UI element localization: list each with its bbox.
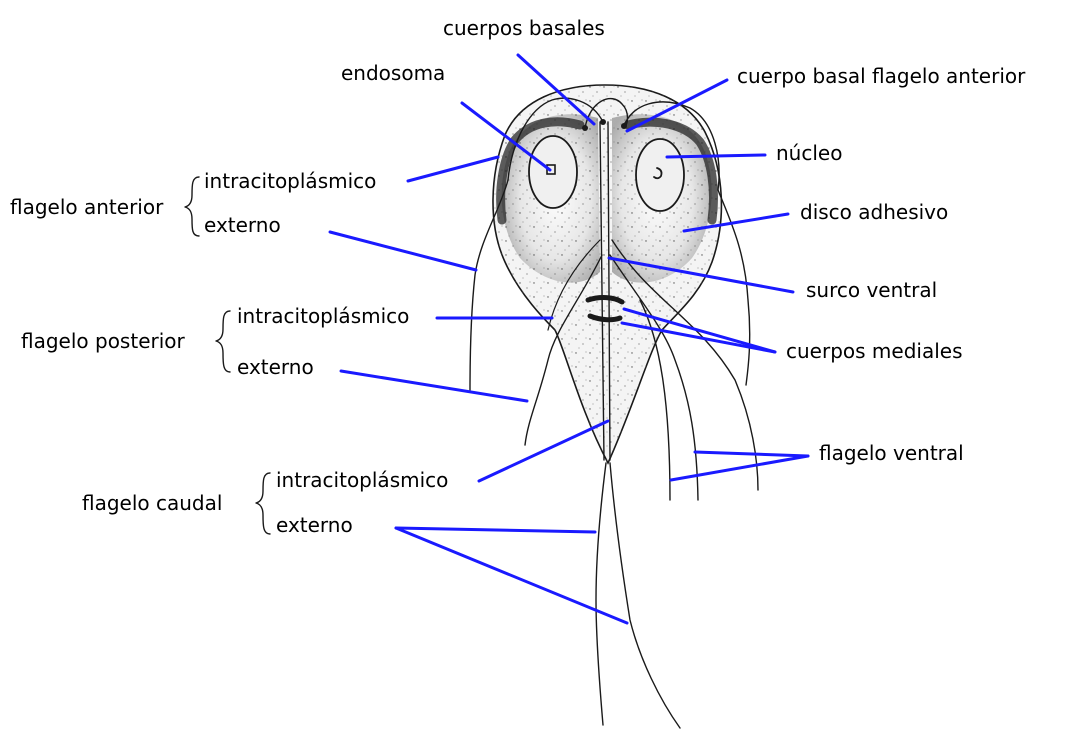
label-flagelo-anterior: flagelo anterior [10,195,164,219]
label-flagelo-caudal-intra: intracitoplásmico [276,468,448,492]
label-flagelo-anterior-ext: externo [204,213,281,237]
brace-flagelo-caudal [256,473,270,534]
label-endosoma: endosoma [341,61,445,85]
label-cuerpo-basal-flagelo-anterior: cuerpo basal flagelo anterior [737,64,1026,88]
label-surco-ventral: surco ventral [806,278,937,302]
label-flagelo-posterior: flagelo posterior [21,329,186,353]
leader-flagelo-caudal-ext-2 [396,528,627,623]
label-flagelo-ventral: flagelo ventral [819,441,964,465]
brace-flagelo-posterior [216,311,230,372]
leader-flagelo-caudal-ext-1 [396,528,595,532]
leader-flagelo-anterior-intra [408,157,498,181]
nucleus-left [529,136,577,208]
leader-nucleo [667,155,765,157]
leader-flagelo-posterior-ext [341,371,527,401]
brace-flagelo-anterior [185,177,199,236]
leader-flagelo-ventral-1 [695,452,808,456]
label-flagelo-caudal-ext: externo [276,513,353,537]
label-disco-adhesivo: disco adhesivo [800,200,948,224]
trophozoite [470,85,758,728]
label-flagelo-caudal: flagelo caudal [82,491,222,515]
label-cuerpos-basales: cuerpos basales [443,16,605,40]
label-flagelo-posterior-ext: externo [237,355,314,379]
label-nucleo: núcleo [776,141,842,165]
leader-flagelo-anterior-ext [330,232,476,270]
label-cuerpos-mediales: cuerpos mediales [786,339,962,363]
leader-flagelo-caudal-intra [479,421,608,481]
nucleus-right [636,139,684,211]
label-flagelo-anterior-intra: intracitoplásmico [204,169,376,193]
leader-flagelo-ventral-2 [671,456,808,480]
label-flagelo-posterior-intra: intracitoplásmico [237,304,409,328]
